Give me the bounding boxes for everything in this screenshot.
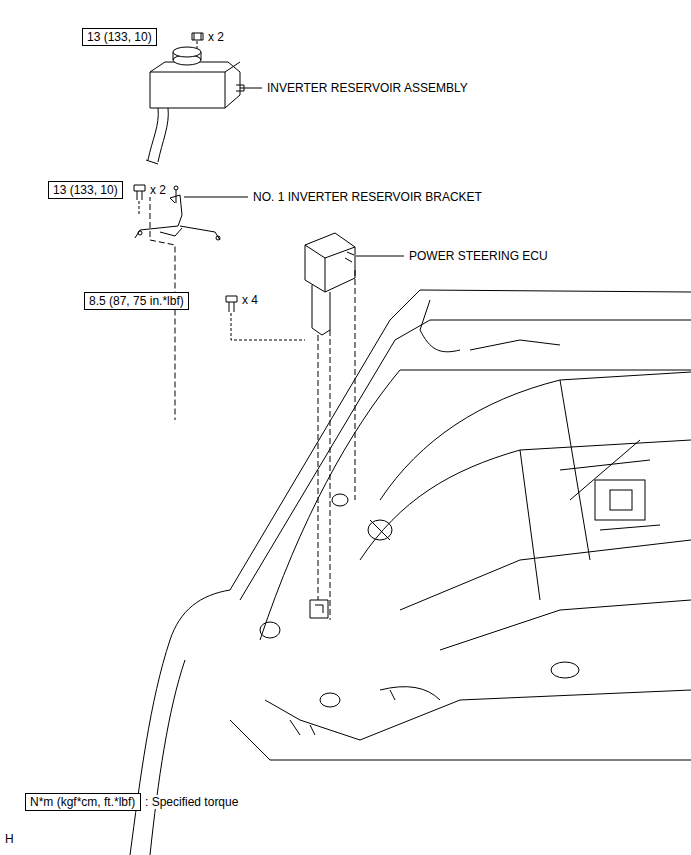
figure-code: H — [4, 832, 15, 846]
torque-value: 13 (133, 10) — [87, 30, 152, 44]
legend-text: : Specified torque — [144, 795, 239, 809]
torque-value: 13 (133, 10) — [53, 183, 118, 197]
bolt-icon — [226, 296, 237, 312]
reservoir-tank — [146, 47, 244, 164]
vehicle-front — [130, 290, 691, 855]
quantity-label: x 4 — [241, 293, 259, 307]
torque-spec-box: 13 (133, 10) — [82, 28, 157, 46]
quantity-label: x 2 — [207, 30, 225, 44]
reservoir-bracket — [135, 186, 220, 240]
part-name: INVERTER RESERVOIR ASSEMBLY — [266, 81, 469, 95]
torque-spec-box: 13 (133, 10) — [48, 181, 123, 199]
part-name: NO. 1 INVERTER RESERVOIR BRACKET — [252, 190, 483, 204]
torque-value: N*m (kgf*cm, ft.*lbf) — [30, 795, 135, 809]
part-name: POWER STEERING ECU — [408, 249, 549, 263]
nut-icon — [192, 33, 203, 40]
torque-value: 8.5 (87, 75 in.*lbf) — [89, 294, 184, 308]
ecu-module — [305, 233, 355, 335]
bolt-icon — [134, 185, 145, 200]
quantity-label: x 2 — [149, 183, 167, 197]
torque-spec-box: 8.5 (87, 75 in.*lbf) — [84, 292, 189, 310]
legend-torque-box: N*m (kgf*cm, ft.*lbf) — [25, 793, 141, 811]
